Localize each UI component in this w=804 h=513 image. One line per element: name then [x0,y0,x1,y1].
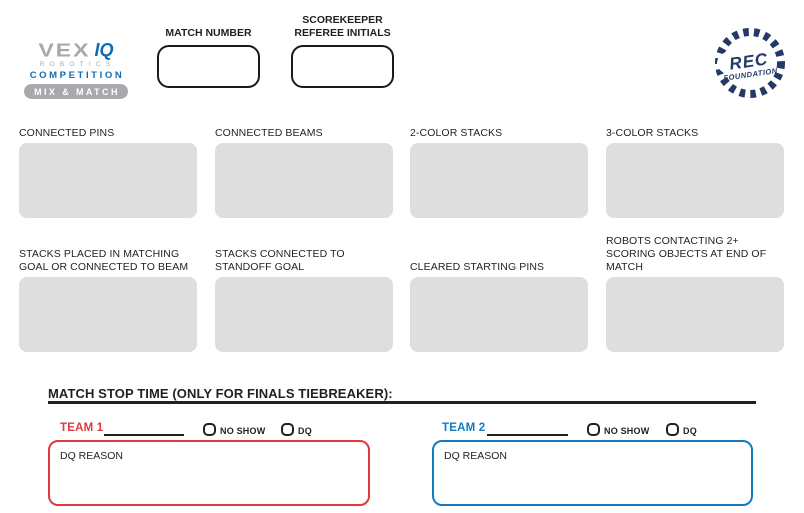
section-divider [48,401,756,404]
scorekeeper-initials-box[interactable] [291,45,394,88]
team2-number-line[interactable] [487,434,568,436]
field-label-2-color-stacks: 2-COLOR STACKS [410,127,503,139]
match-number-box[interactable] [157,45,260,88]
team2-label: TEAM 2 [442,422,486,434]
match-number-label: MATCH NUMBER [165,27,252,39]
rec-gear-icon: REC FOUNDATION [715,28,785,98]
team1-dq-reason-box[interactable]: DQ REASON [48,440,370,506]
score-box-connected-pins[interactable] [19,143,197,218]
rec-foundation-logo: REC FOUNDATION [706,20,792,106]
score-box-stacks-standoff-goal[interactable] [215,277,393,352]
team1-dq-label: DQ [298,426,312,436]
team2-no-show-checkbox[interactable] [587,423,600,436]
field-label-connected-pins: CONNECTED PINS [19,127,115,139]
team2-dq-reason-label: DQ REASON [444,450,508,462]
scorekeeper-label: SCOREKEEPER REFEREE INITIALS [285,14,400,40]
season-badge: MIX & MATCH [24,84,128,99]
team1-no-show-checkbox[interactable] [203,423,216,436]
field-label-stacks-matching-goal: STACKS PLACED IN MATCHING GOAL OR CONNEC… [19,248,189,273]
field-label-robots-contacting: ROBOTS CONTACTING 2+ SCORING OBJECTS AT … [606,235,767,273]
vex-wordmark: VEX [38,39,91,61]
team2-dq-checkbox[interactable] [666,423,679,436]
field-label-3-color-stacks: 3-COLOR STACKS [606,127,699,139]
team2-dq-reason-box[interactable]: DQ REASON [432,440,753,506]
field-label-connected-beams: CONNECTED BEAMS [215,127,323,139]
robotics-wordmark: ROBOTICS [39,61,116,68]
team1-dq-reason-label: DQ REASON [60,450,124,462]
field-label-cleared-starting-pins: CLEARED STARTING PINS [410,261,545,273]
score-box-3-color-stacks[interactable] [606,143,784,218]
team1-number-line[interactable] [104,434,184,436]
match-stop-time-title: MATCH STOP TIME (ONLY FOR FINALS TIEBREA… [48,386,393,401]
team2-dq-label: DQ [683,426,697,436]
score-box-connected-beams[interactable] [215,143,393,218]
team2-no-show-label: NO SHOW [604,426,650,436]
team1-label: TEAM 1 [60,422,104,434]
team1-dq-checkbox[interactable] [281,423,294,436]
score-box-stacks-matching-goal[interactable] [19,277,197,352]
scorekeeper-label-line2: REFEREE INITIALS [294,27,391,39]
scorekeeper-label-line1: SCOREKEEPER [302,14,383,26]
iq-wordmark: IQ [94,40,114,60]
score-box-2-color-stacks[interactable] [410,143,588,218]
competition-wordmark: COMPETITION [29,70,125,81]
team1-no-show-label: NO SHOW [220,426,266,436]
score-box-robots-contacting[interactable] [606,277,784,352]
score-box-cleared-starting-pins[interactable] [410,277,588,352]
vex-iq-competition-logo: VEX IQ ROBOTICS COMPETITION MIX & MATCH [14,38,138,100]
field-label-stacks-standoff-goal: STACKS CONNECTED TO STANDOFF GOAL [215,248,345,273]
